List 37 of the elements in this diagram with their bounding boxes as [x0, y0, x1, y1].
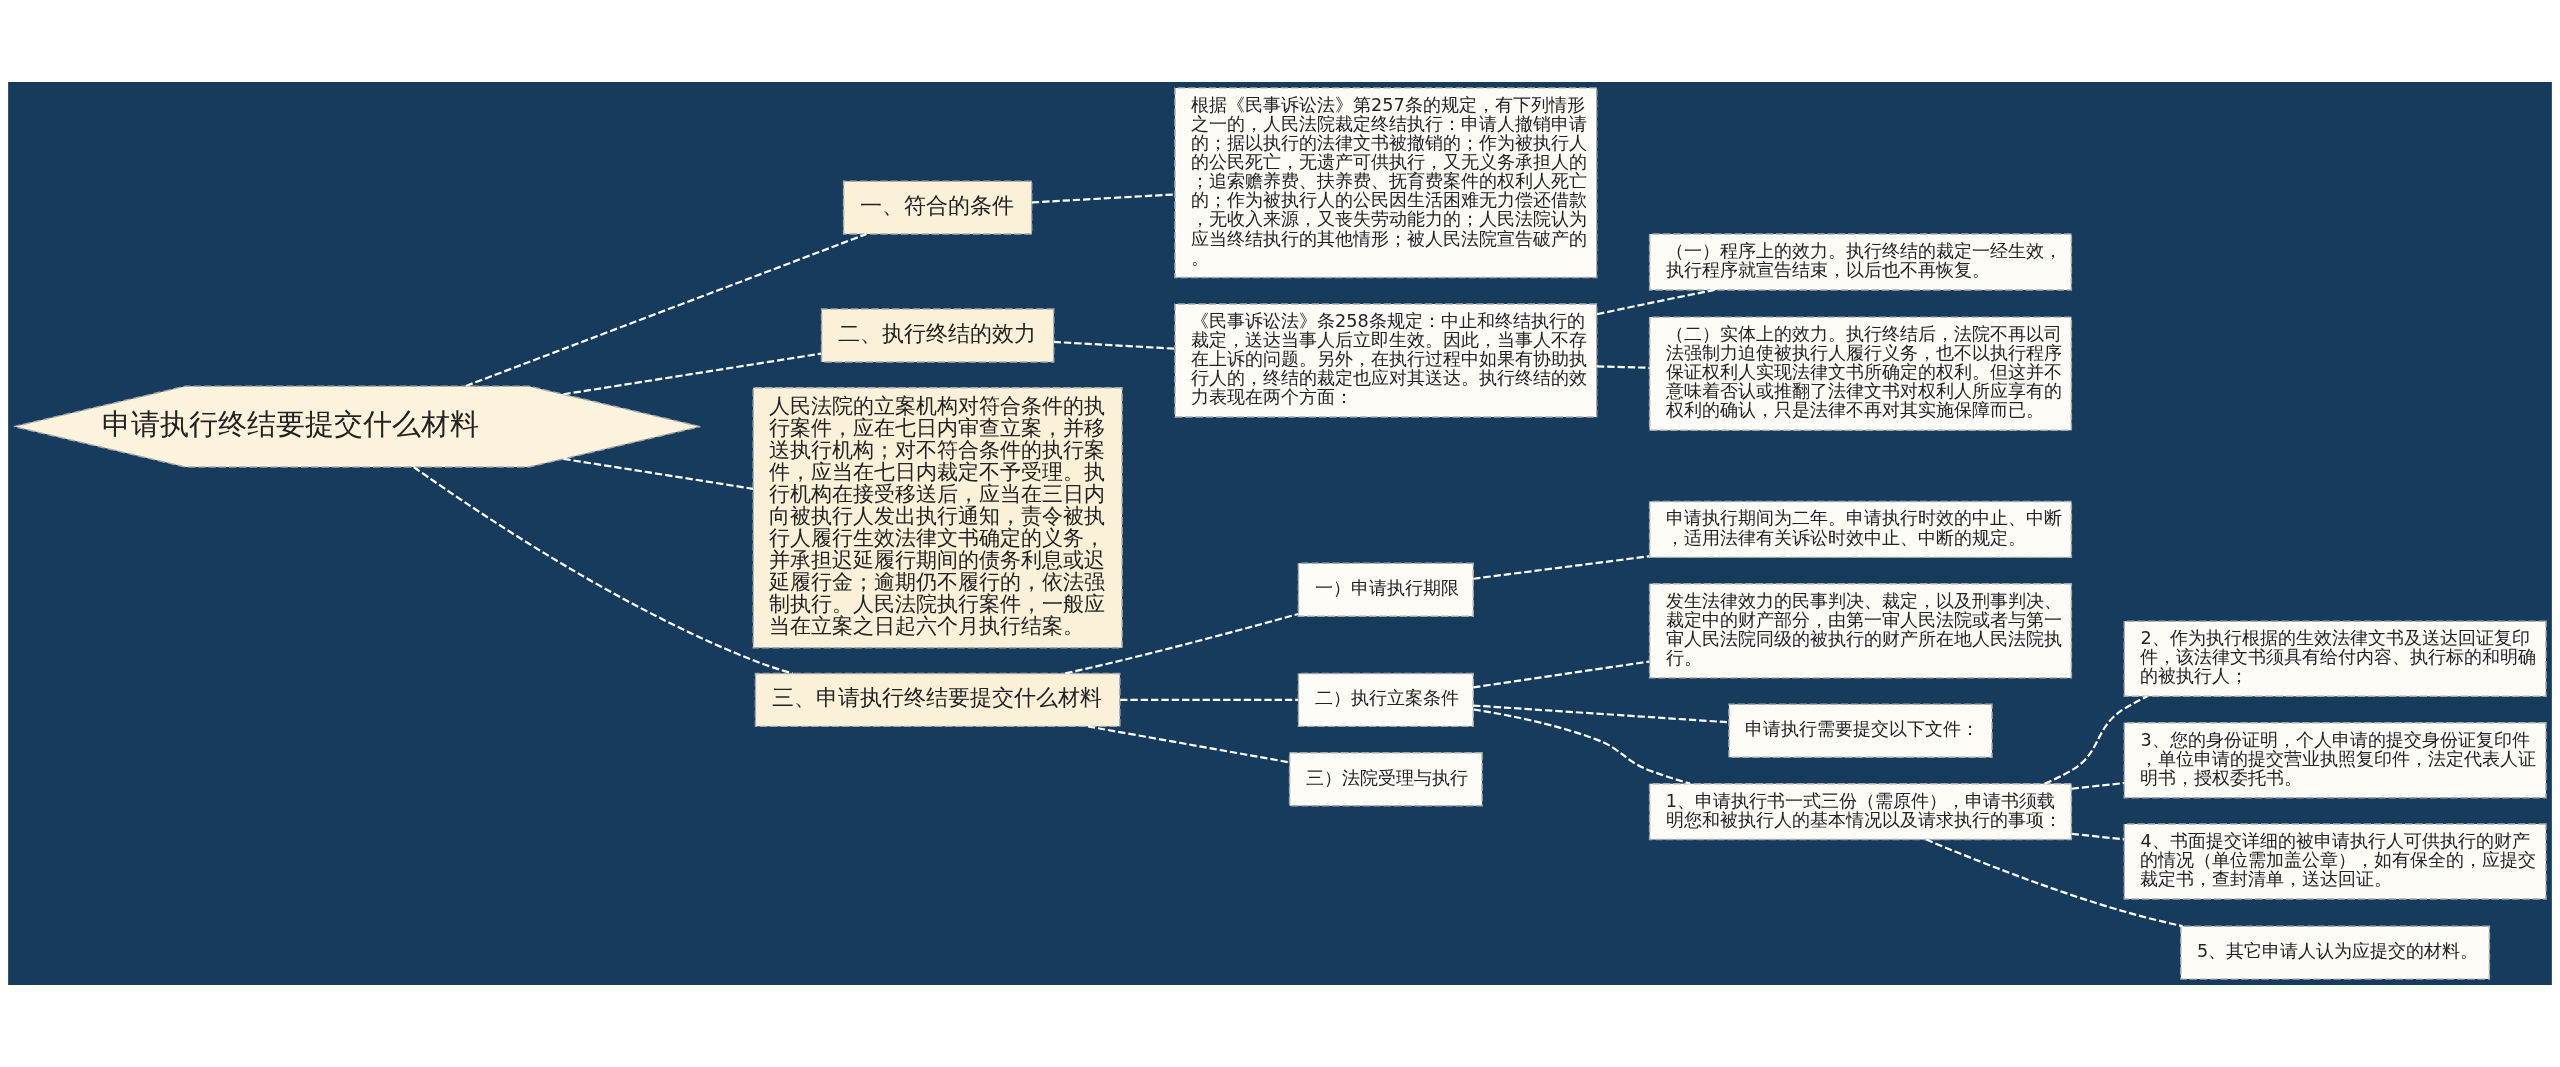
connector	[1031, 193, 1175, 204]
connector	[2071, 781, 2125, 790]
connector	[1473, 708, 1691, 785]
node-box: 申请执行需要提交以下文件：	[1728, 703, 1993, 758]
connector	[563, 352, 822, 396]
node-box: 5、其它申请人认为应提交的材料。	[2180, 925, 2491, 980]
node-box: 二）执行立案条件	[1297, 672, 1474, 728]
node-box: 一）申请执行期限	[1297, 562, 1474, 617]
node-box: 2、作为执行根据的生效法律文书及送达回证复印件，该法律文书须具有给付内容、执行标的和明确的被执行人；	[2123, 620, 2547, 697]
connector	[1065, 612, 1299, 675]
node-box: 二、执行终结的效力	[820, 308, 1055, 363]
connector	[413, 466, 793, 675]
node-box: 三、申请执行终结要提交什么材料	[754, 672, 1121, 728]
connector	[2071, 832, 2125, 841]
connector	[465, 233, 867, 387]
node-box: 申请执行期间为二年。申请执行时效的中止、中断，适用法律有关诉讼时效中止、中断的规定。	[1648, 500, 2073, 559]
connector	[1087, 725, 1290, 764]
node-box: （二）实体上的效力。执行终结后，法院不再以司法强制力迫使被执行人履行义务，也不以执行程序保证权利人实现法律文书所确定的权利。但这并不意味着否认或推翻了法律文书对权利人所应享有的权利的确认，只是法律不再对其实施保障而已。	[1648, 316, 2073, 431]
node-box: （一）程序上的效力。执行终结的裁定一经生效，执行程序就宣告结束，以后也不再恢复。	[1648, 233, 2073, 291]
node-box: 3、您的身份证明，个人申请的提交身份证复印件，单位申请的提交营业执照复印件，法定代表人证明书，授权委托书。	[2123, 721, 2547, 799]
node-box: 人民法院的立案机构对符合条件的执行案件，应在七日内审查立案，并移送执行机构；对不符合条件的执行案件，应当在七日内裁定不予受理。执行机构在接受移送后，应当在三日内向被执行人发出执行通知，责令被执行人履行生效法律文书确定的义务，并承担迟延履行期间的债务利息或迟延履行金；逾期仍不履行的，依法强制执行。人民法院执行案件，一般应当在立案之日起六个月执行结案。	[752, 386, 1123, 649]
node-box: 一、符合的条件	[842, 180, 1033, 235]
connector	[1473, 555, 1650, 580]
connector	[1596, 365, 1650, 369]
node-box: 《民事诉讼法》条258条规定：中止和终结执行的裁定，送达当事人后立即生效。因此，当事人不存在上诉的问题。另外，在执行过程中如果有协助执行人的，终结的裁定也应对其送达。执行终结的效力表现在两个方面：	[1174, 303, 1598, 418]
connector	[1925, 838, 2183, 928]
connector	[1120, 698, 1298, 701]
connector	[2044, 695, 2148, 785]
node-box: 1、申请执行书一式三份（需原件），申请书须载明您和被执行人的基本情况以及请求执行的事项：	[1648, 782, 2073, 841]
connector	[1473, 660, 1650, 689]
node-box: 发生法律效力的民事判决、裁定，以及刑事判决、裁定中的财产部分，由第一审人民法院或者与第一审人民法院同级的被执行的财产所在地人民法院执行。	[1648, 583, 2073, 679]
node-box: 根据《民事诉讼法》第257条的规定，有下列情形之一的，人民法院裁定终结执行：申请人撤销申请的；据以执行的法律文书被撤销的；作为被执行人的公民死亡，无遗产可供执行，又无义务承担人的；追索赡养费、扶养费、抚育费案件的权利人死亡的；作为被执行人的公民因生活困难无力偿还借款，无收入来源，又丧失劳动能力的；人民法院认为应当终结执行的其他情形；被人民法院宣告破产的。	[1174, 87, 1598, 279]
connector	[1053, 340, 1175, 350]
node-box: 三）法院受理与执行	[1288, 752, 1483, 807]
connector	[1473, 704, 1729, 724]
connector	[563, 457, 754, 490]
node-box: 4、书面提交详细的被申请执行人可供执行的财产的情况（单位需加盖公章），如有保全的，应提交裁定书，查封清单，送达回证。	[2123, 823, 2547, 900]
